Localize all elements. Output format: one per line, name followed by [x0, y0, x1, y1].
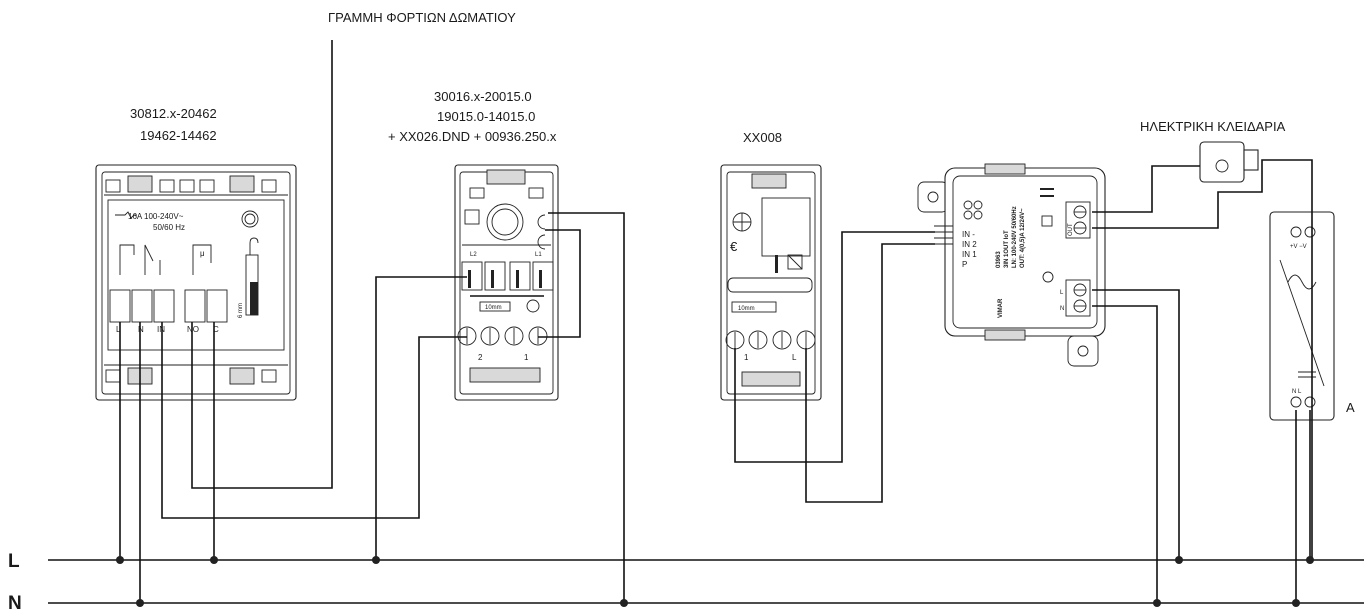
device1-terminal-l: L: [116, 325, 121, 334]
psu-letter: A: [1346, 400, 1355, 415]
device2-terminal-1: 1: [524, 353, 529, 362]
device1-rating-1: 16A 100-240V~: [128, 212, 184, 221]
bus-n-label: N: [8, 593, 22, 610]
electric-lock-device: [1199, 141, 1259, 183]
vimar-iot-module: IN - IN 2 IN 1 P VIMAR 03963 3IN 1OUT Io…: [917, 163, 1106, 367]
electric-lock-label: ΗΛΕΚΤΡΙΚΗ ΚΛΕΙΔΑΡΙΑ: [1140, 119, 1286, 134]
device1-rating-2: 50/60 Hz: [153, 223, 185, 232]
device1-code-1: 30812.x-20462: [130, 106, 217, 121]
device1-terminal-c: C: [213, 325, 219, 334]
device2-code-1: 30016.x-20015.0: [434, 89, 532, 104]
device2-l2-label: L2: [470, 252, 477, 258]
device2-l1-label: L1: [535, 252, 542, 258]
device3-ce-mark: €: [730, 239, 738, 254]
device1-terminal-n: N: [138, 325, 144, 334]
device4-model: 03963: [996, 251, 1002, 268]
device2-code-3: + XX026.DND + 00936.250.x: [388, 129, 557, 144]
device3-strip-label: 10mm: [738, 306, 755, 312]
psu-top-labels: +V −V: [1290, 244, 1307, 250]
device1-strip-length: 6 mm: [238, 303, 244, 318]
device3-terminal-1: 1: [744, 353, 749, 362]
device2-code-2: 19015.0-14015.0: [437, 109, 535, 124]
bus-l-label: L: [8, 551, 20, 572]
device4-brand: VIMAR: [998, 298, 1004, 318]
device4-spec-3: OUT: 4(0,5)A 12/24V~: [1020, 208, 1026, 268]
bus-junctions: [116, 556, 1314, 607]
device1-terminal-no: NO: [187, 325, 199, 334]
device4-in-2: IN 2: [962, 240, 977, 249]
psu-bottom-labels: N L: [1292, 389, 1302, 395]
device3-terminal-l: L: [792, 353, 797, 362]
relay-module-device: 16A 100-240V~ 50/60 Hz μ 6 mm L N IN NO …: [95, 164, 297, 401]
device4-spec-1: 3IN 1OUT IoT: [1004, 230, 1010, 268]
device4-p: P: [962, 260, 967, 269]
card-switch-device: L2 L1 10mm 2 1: [454, 164, 559, 401]
device1-code-2: 19462-14462: [140, 128, 217, 143]
device3-code: XX008: [743, 130, 782, 145]
device4-in-1: IN 1: [962, 250, 977, 259]
supply-bus: L N: [8, 551, 1364, 614]
device4-in-minus: IN -: [962, 230, 975, 239]
device2-terminal-2: 2: [478, 353, 483, 362]
device2-strip-label: 10mm: [485, 305, 502, 311]
power-supply-device: +V −V N L A: [1269, 211, 1355, 421]
device4-l-label: L: [1060, 290, 1064, 296]
device4-spec-2: LN: 100-240V 50/60Hz: [1012, 206, 1018, 268]
device4-out-label: OUT: [1068, 223, 1074, 236]
wiring: [119, 40, 1313, 603]
xx008-device: € 10mm 1 L: [720, 164, 822, 401]
device1-terminal-in: IN: [157, 325, 165, 334]
room-load-line-label: ΓΡΑΜΜΗ ΦΟΡΤΙΩΝ ΔΩΜΑΤΙΟΥ: [328, 10, 516, 25]
device4-n-label: N: [1060, 306, 1064, 312]
device1-mu-symbol: μ: [200, 249, 205, 258]
